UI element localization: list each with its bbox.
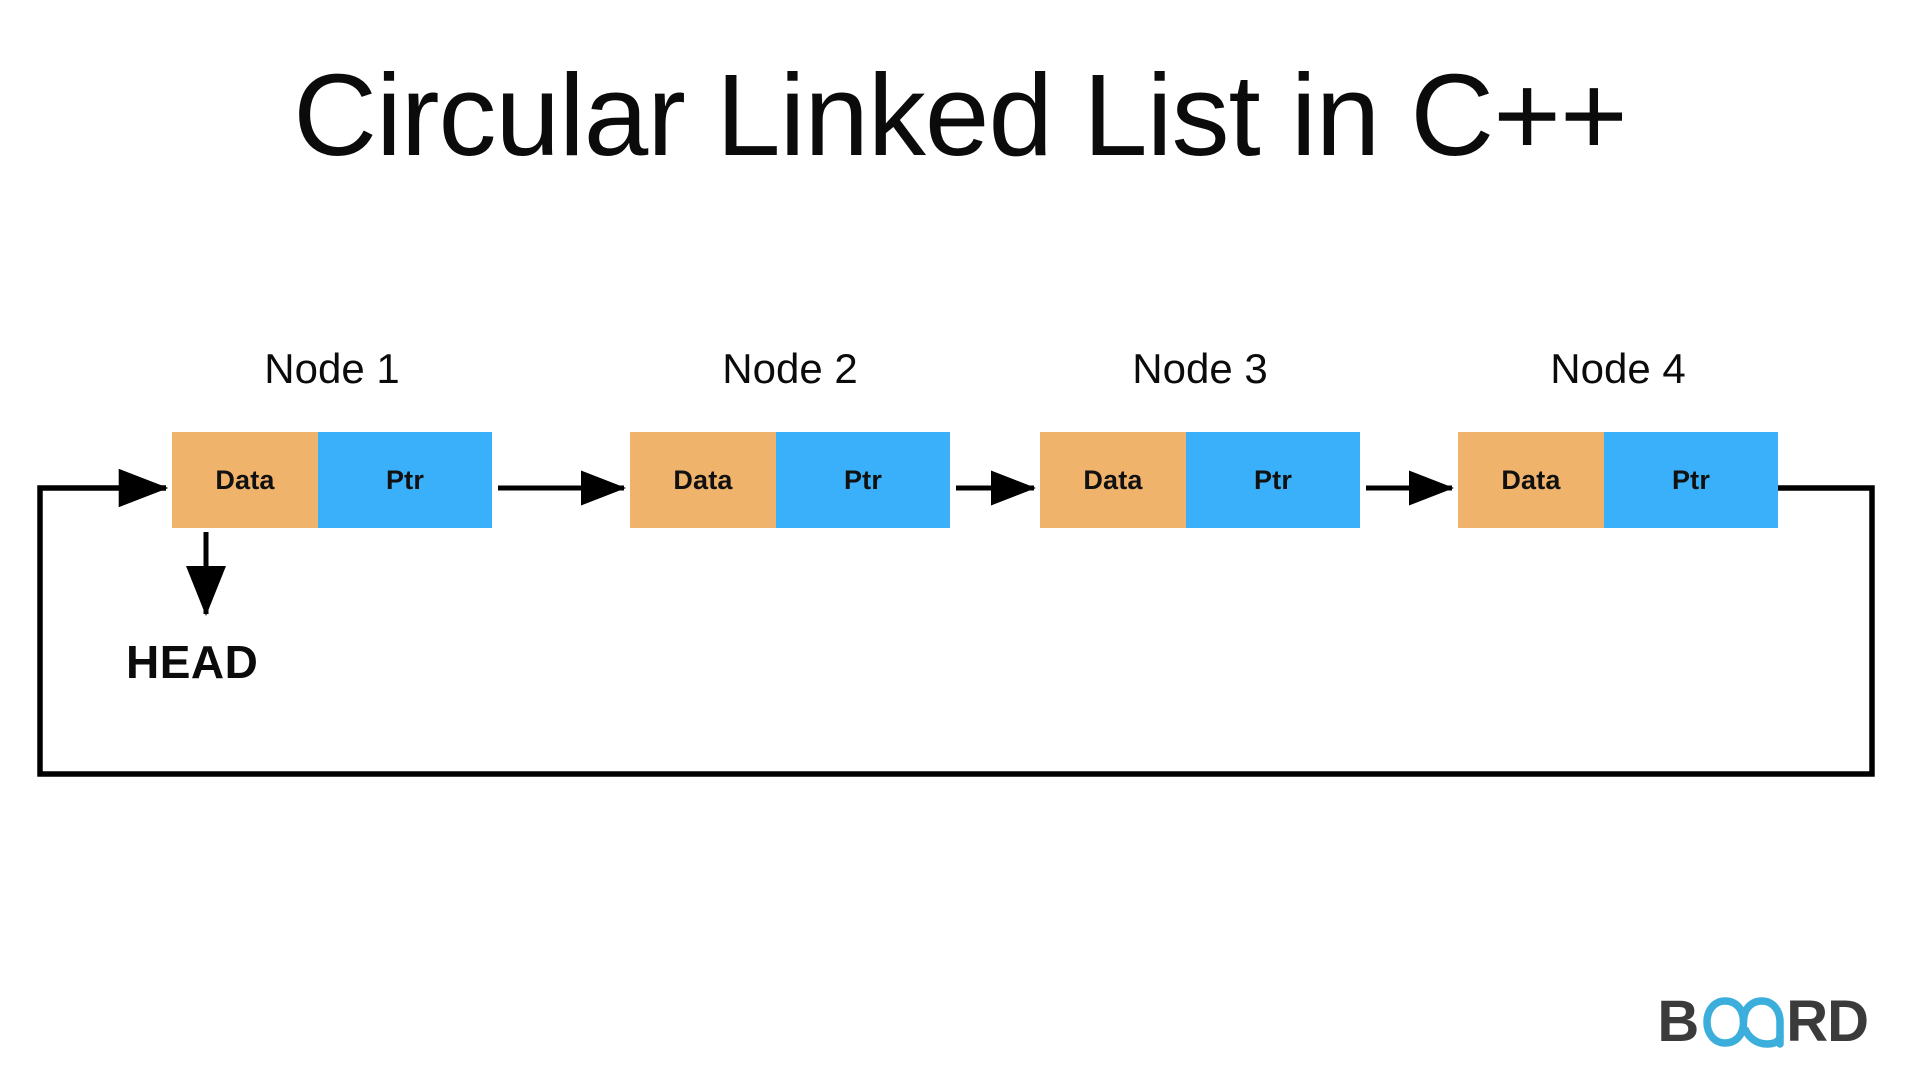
head-label: HEAD xyxy=(126,636,259,688)
node-label-1: Node 1 xyxy=(264,345,400,392)
node-4-data-cell: Data xyxy=(1458,432,1604,528)
node-label-4: Node 4 xyxy=(1550,345,1686,392)
node-4: Data Ptr xyxy=(1458,432,1778,528)
logo-text-rd: RD xyxy=(1786,989,1869,1054)
node-3-data-cell: Data xyxy=(1040,432,1186,528)
page-title: Circular Linked List in C++ xyxy=(293,50,1627,180)
node-2: Data Ptr xyxy=(630,432,950,528)
node-1-ptr-cell: Ptr xyxy=(318,432,492,528)
node-label-3: Node 3 xyxy=(1132,345,1268,392)
node-1-data-cell: Data xyxy=(172,432,318,528)
infinity-icon xyxy=(1703,997,1784,1048)
node-3-ptr-cell: Ptr xyxy=(1186,432,1360,528)
node-2-data-cell: Data xyxy=(630,432,776,528)
node-1: Data Ptr xyxy=(172,432,492,528)
circular-return-path xyxy=(37,468,1875,777)
board-infinity-logo: B RD xyxy=(1657,989,1869,1054)
node-3: Data Ptr xyxy=(1040,432,1360,528)
node-4-ptr-cell: Ptr xyxy=(1604,432,1778,528)
node-2-ptr-cell: Ptr xyxy=(776,432,950,528)
node-label-2: Node 2 xyxy=(722,345,858,392)
logo-text-b: B xyxy=(1657,989,1699,1054)
